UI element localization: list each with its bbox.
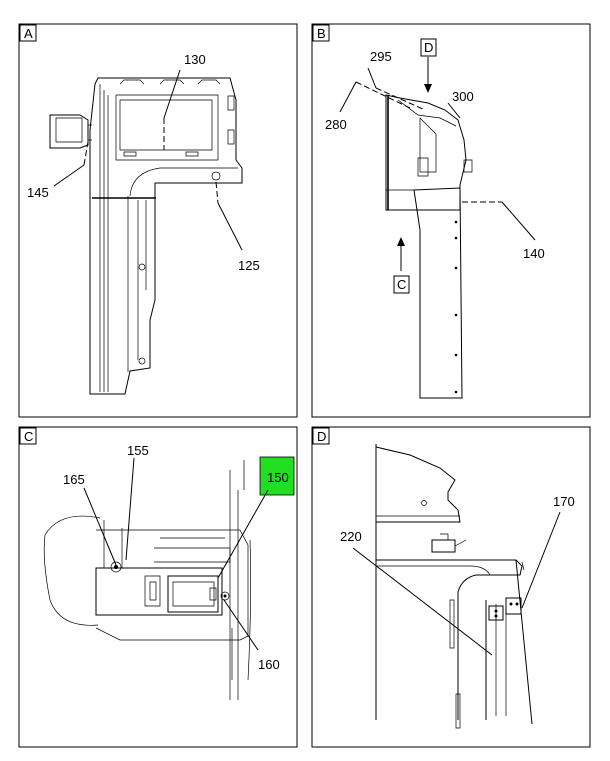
panel-a-letter-box bbox=[19, 24, 37, 42]
leader-295 bbox=[367, 67, 377, 89]
panel-d-letter-box bbox=[312, 427, 330, 445]
leader-140 bbox=[501, 201, 536, 241]
leader-130 bbox=[163, 69, 181, 119]
leader-150 bbox=[217, 489, 269, 579]
panel-d-frame bbox=[311, 426, 591, 748]
panel-d-drawing bbox=[375, 444, 533, 729]
panel-b-letter-box bbox=[312, 24, 330, 42]
label-145: 145 bbox=[27, 185, 49, 200]
leader-280 bbox=[339, 81, 357, 113]
view-c-letter: C bbox=[397, 277, 406, 292]
leader-220 bbox=[352, 547, 493, 656]
label-295: 295 bbox=[370, 49, 392, 64]
leader-125 bbox=[217, 202, 243, 251]
leader-170 bbox=[521, 511, 561, 609]
panel-d: D 220 170 bbox=[311, 426, 591, 748]
label-130: 130 bbox=[184, 52, 206, 67]
panel-a: A bbox=[18, 23, 298, 418]
panel-a-drawing bbox=[49, 77, 243, 395]
label-300: 300 bbox=[452, 89, 474, 104]
panel-b: B D C bbox=[311, 23, 591, 418]
view-c-box bbox=[393, 275, 410, 294]
label-280: 280 bbox=[325, 117, 347, 132]
panel-c-frame bbox=[18, 426, 298, 748]
label-170: 170 bbox=[553, 494, 575, 509]
leader-160 bbox=[223, 599, 259, 651]
label-140: 140 bbox=[523, 246, 545, 261]
leader-300 bbox=[447, 102, 461, 119]
label-220: 220 bbox=[340, 529, 362, 544]
view-d-box bbox=[420, 38, 437, 57]
panel-c: C 150 bbox=[18, 426, 298, 748]
label-165: 165 bbox=[63, 472, 85, 487]
view-d-letter: D bbox=[424, 40, 433, 55]
panel-b-frame bbox=[311, 23, 591, 418]
panel-b-drawing bbox=[385, 94, 473, 399]
leader-165 bbox=[83, 487, 117, 566]
label-150-highlight bbox=[259, 456, 295, 496]
leader-155 bbox=[125, 457, 135, 561]
label-150: 150 bbox=[267, 470, 289, 485]
panel-c-letter: C bbox=[24, 429, 33, 444]
panel-a-letter: A bbox=[24, 26, 33, 41]
label-155: 155 bbox=[127, 443, 149, 458]
panel-d-letter: D bbox=[317, 429, 326, 444]
panel-c-letter-box bbox=[19, 427, 37, 445]
panel-b-letter: B bbox=[317, 26, 326, 41]
panel-a-frame bbox=[18, 23, 298, 418]
label-125: 125 bbox=[238, 258, 260, 273]
label-160: 160 bbox=[258, 657, 280, 672]
panel-c-drawing bbox=[43, 460, 252, 700]
leader-145 bbox=[53, 164, 85, 187]
